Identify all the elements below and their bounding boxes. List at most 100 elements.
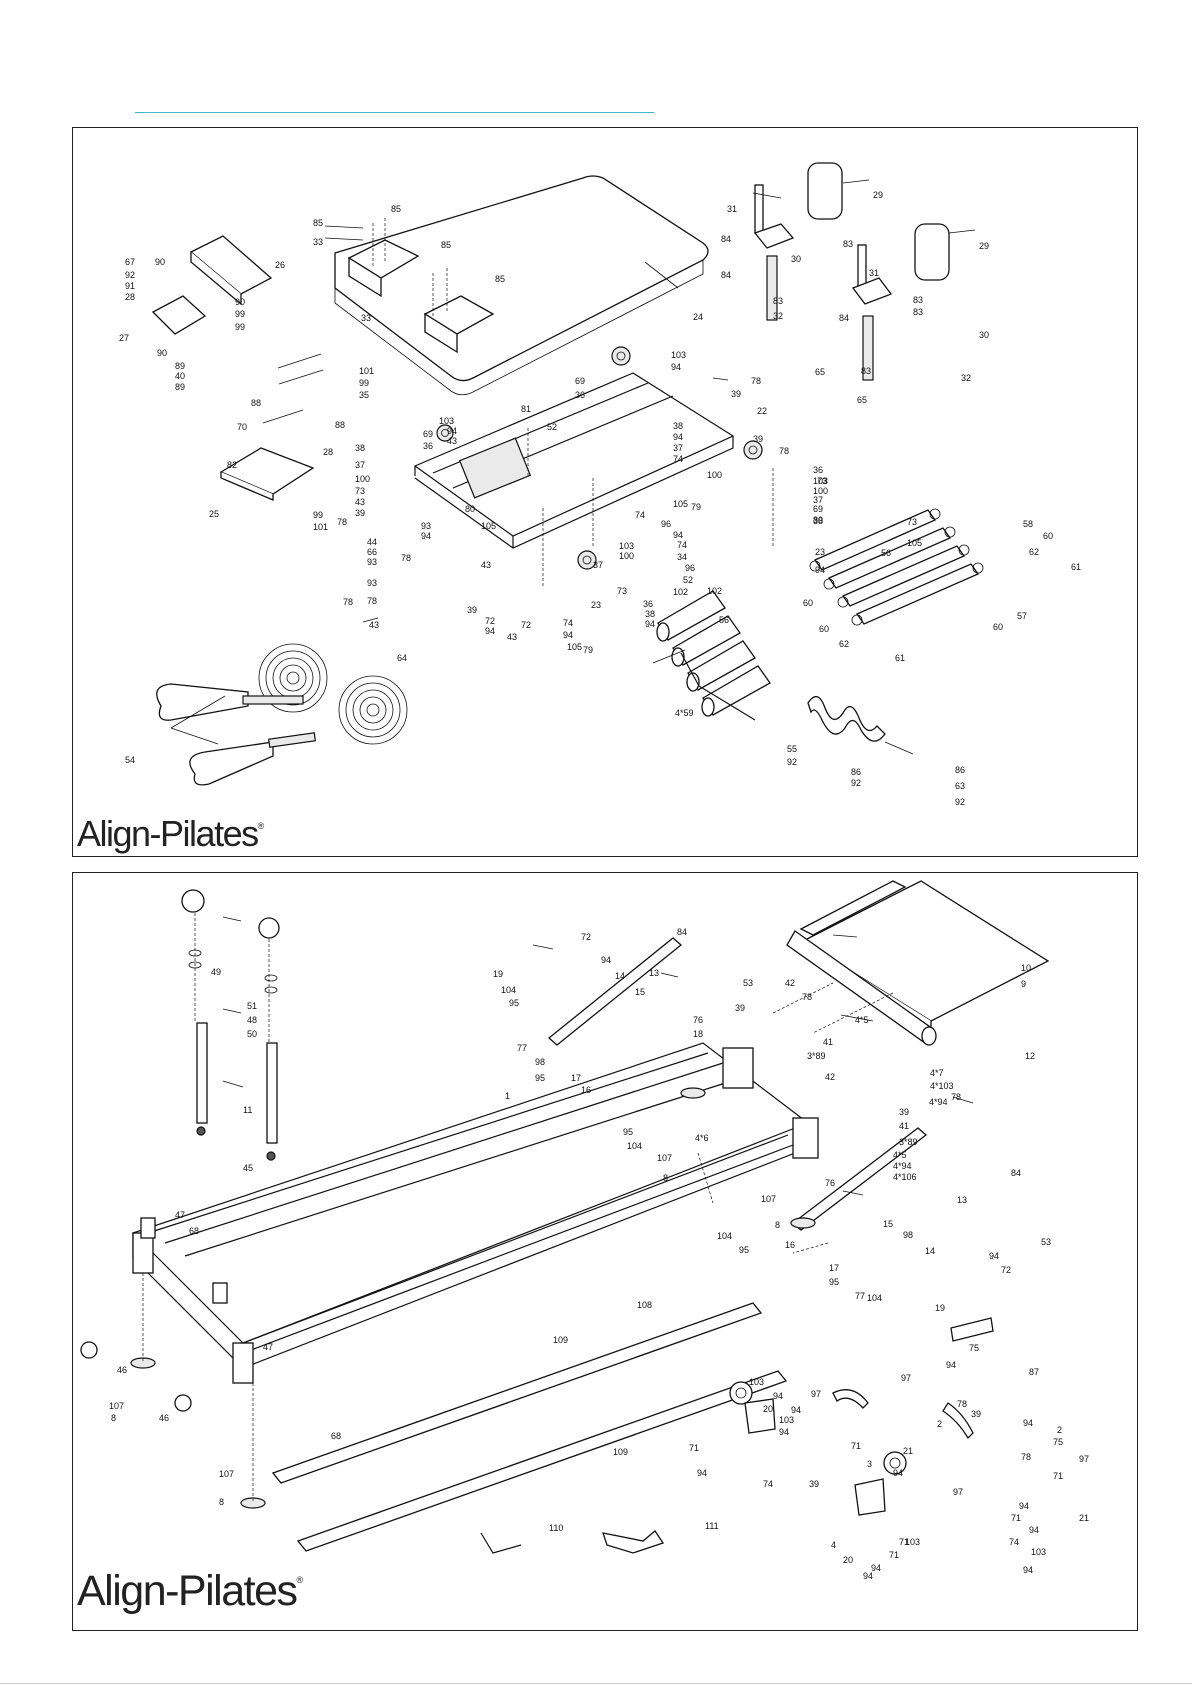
part-label: 78 [367, 596, 377, 606]
part-label: 94 [447, 426, 457, 436]
part-label: 39 [467, 605, 477, 615]
part-label: 95 [509, 998, 519, 1008]
part-label: 84 [721, 270, 731, 280]
part-label: 107 [657, 1153, 672, 1163]
part-label: 13 [649, 968, 659, 978]
part-label: 56 [881, 548, 891, 558]
shoulder-rest-parts [753, 162, 950, 381]
part-label: 61 [1071, 562, 1081, 572]
part-label: 94 [989, 1251, 999, 1261]
part-label: 20 [763, 1404, 773, 1414]
part-label: 26 [275, 260, 285, 270]
part-label: 65 [815, 367, 825, 377]
part-label: 100 [813, 486, 828, 496]
part-label: 32 [773, 311, 783, 321]
part-label: 78 [951, 1092, 961, 1102]
part-label: 107 [761, 1194, 776, 1204]
part-label: 68 [331, 1431, 341, 1441]
part-label: 98 [535, 1057, 545, 1067]
part-label: 36 [813, 465, 823, 475]
part-label: 105 [567, 642, 582, 652]
part-label: 94 [1023, 1418, 1033, 1428]
part-label: 37 [593, 560, 603, 570]
align-pilates-logo: Align-Pilates® [77, 1567, 304, 1615]
part-label: 25 [209, 509, 219, 519]
part-label: 107 [219, 1469, 234, 1479]
part-label: 30 [979, 330, 989, 340]
handle-strap-parts [156, 683, 317, 786]
part-label: 97 [901, 1373, 911, 1383]
part-label: 47 [263, 1342, 273, 1352]
part-label: 58 [1023, 519, 1033, 529]
part-label: 17 [571, 1073, 581, 1083]
spring-parts [809, 508, 984, 626]
part-label: 79 [691, 502, 701, 512]
part-label: 39 [735, 1003, 745, 1013]
part-label: 103 [905, 1537, 920, 1547]
part-label: 93 [367, 578, 377, 588]
part-label: 4*94 [893, 1161, 912, 1171]
part-label: 36 [575, 390, 585, 400]
part-label: 88 [251, 398, 261, 408]
part-label: 21 [1079, 1513, 1089, 1523]
part-label: 37 [813, 495, 823, 505]
part-label: 35 [359, 390, 369, 400]
part-label: 38 [673, 421, 683, 431]
part-label: 10 [1021, 963, 1031, 973]
part-label: 71 [899, 1537, 909, 1547]
part-label: 95 [535, 1073, 545, 1083]
part-label: 85 [391, 204, 401, 214]
part-label: 39 [355, 508, 365, 518]
part-label: 62 [839, 639, 849, 649]
part-label: 83 [913, 307, 923, 317]
part-label: 2 [1057, 1425, 1062, 1435]
part-label: 36 [423, 441, 433, 451]
footplate-parts [219, 353, 324, 501]
part-label: 51 [247, 1001, 257, 1011]
part-label: 111 [705, 1521, 719, 1531]
part-label: 2 [937, 1419, 942, 1429]
part-label: 71 [889, 1550, 899, 1560]
part-label: 66 [367, 547, 377, 557]
part-label: 104 [627, 1141, 642, 1151]
part-label: 4*59 [675, 708, 694, 718]
part-label: 72 [485, 616, 495, 626]
part-label: 92 [125, 270, 135, 280]
part-label: 40 [175, 371, 185, 381]
part-label: 103 [619, 541, 634, 551]
part-label: 74 [1009, 1537, 1019, 1547]
part-label: 85 [441, 240, 451, 250]
part-label: 4*106 [893, 1172, 917, 1182]
part-label: 9 [1021, 979, 1026, 989]
part-label: 4*94 [929, 1097, 948, 1107]
part-label: 103 [671, 350, 686, 360]
part-label: 23 [591, 600, 601, 610]
part-label: 46 [159, 1413, 169, 1423]
part-label: 43 [369, 620, 379, 630]
part-label: 104 [501, 985, 516, 995]
part-label: 94 [946, 1360, 956, 1370]
part-label: 84 [677, 927, 687, 937]
part-label: 73 [907, 517, 917, 527]
part-label: 69 [423, 429, 433, 439]
part-label: 74 [763, 1479, 773, 1489]
part-label: 39 [731, 389, 741, 399]
part-label: 4*7 [930, 1068, 944, 1078]
part-label: 39 [899, 1107, 909, 1117]
part-label: 4*5 [855, 1015, 869, 1025]
part-label: 95 [739, 1245, 749, 1255]
part-label: 4*6 [695, 1133, 709, 1143]
part-label: 12 [1025, 1051, 1035, 1061]
part-label: 84 [721, 234, 731, 244]
part-label: 69 [813, 504, 823, 514]
part-label: 93 [421, 521, 431, 531]
part-label: 104 [717, 1231, 732, 1241]
part-label: 43 [447, 436, 457, 446]
part-label: 94 [601, 955, 611, 965]
part-label: 100 [707, 470, 722, 480]
part-label: 104 [867, 1293, 882, 1303]
part-label: 83 [773, 296, 783, 306]
part-label: 89 [175, 382, 185, 392]
part-label: 80 [813, 515, 823, 525]
part-label: 28 [125, 292, 135, 302]
